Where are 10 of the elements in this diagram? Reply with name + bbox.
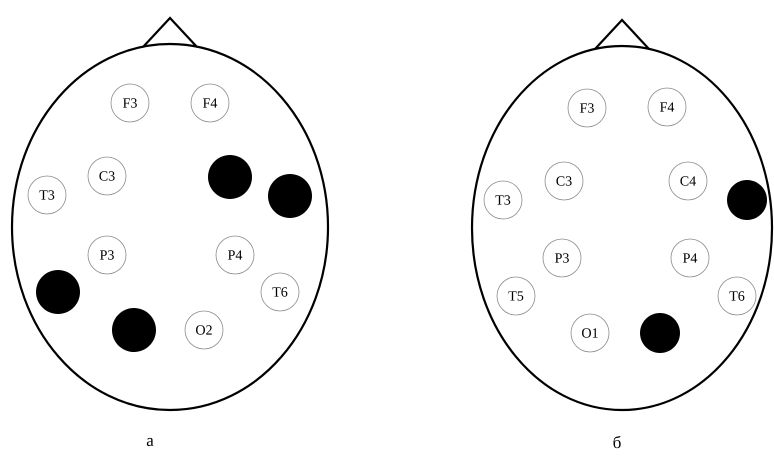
head-outline <box>470 18 774 412</box>
filled-electrode <box>640 313 680 353</box>
filled-electrode <box>208 155 252 199</box>
panel-caption: а <box>146 438 154 446</box>
filled-electrode <box>36 270 80 314</box>
filled-electrode <box>112 308 156 352</box>
head-outline <box>10 16 330 412</box>
filled-electrode <box>727 180 767 220</box>
panel-caption: б <box>613 436 621 448</box>
filled-electrode <box>268 174 312 218</box>
